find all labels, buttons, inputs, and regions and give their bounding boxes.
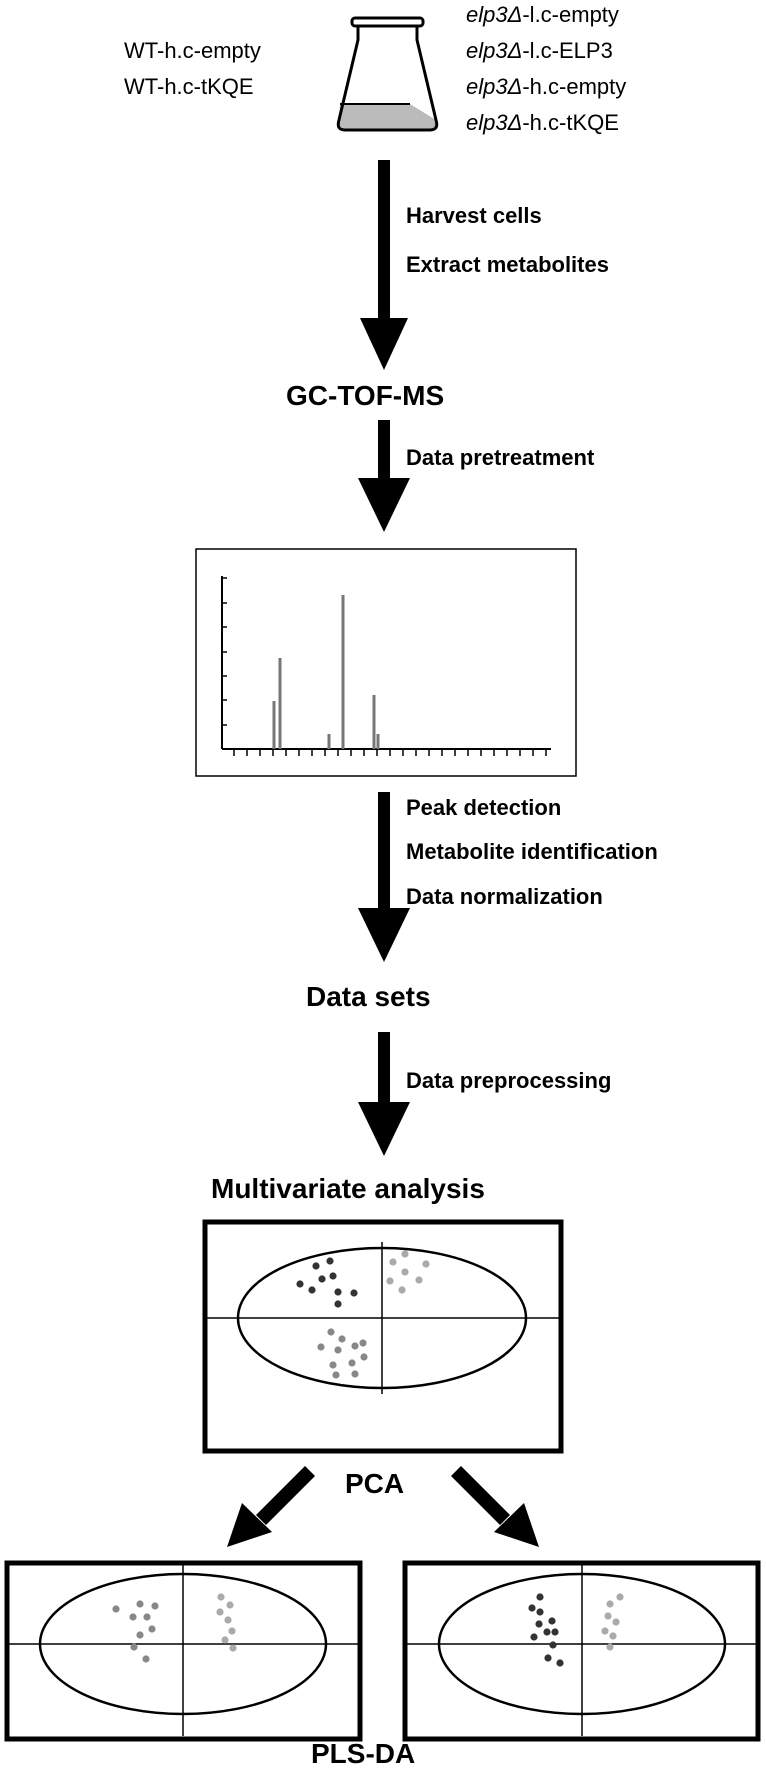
stage-gc-tof-ms: GC-TOF-MS (286, 380, 445, 411)
pca-dark-group (296, 1257, 358, 1308)
arrow-down-icon (360, 160, 408, 370)
step-extract-metabolites: Extract metabolites (406, 252, 609, 277)
strain-label-elp3-lc-empty: elp3Δ-l.c-empty (466, 2, 619, 27)
pca-frame (202, 1219, 564, 1454)
arrow-down-icon (358, 420, 410, 532)
spectrum-y-ticks (222, 577, 227, 726)
step-data-normalization: Data normalization (406, 884, 603, 909)
flask-liquid (338, 104, 437, 130)
arrow-down-right-icon (451, 1466, 539, 1547)
flask-body (336, 26, 439, 132)
step-peak-detection: Peak detection (406, 795, 562, 820)
stage-pls-da: PLS-DA (311, 1738, 416, 1769)
pca-plot (202, 1219, 564, 1454)
step-metabolite-identification: Metabolite identification (406, 839, 658, 864)
spectrum-x-ticks (233, 749, 547, 756)
arrow-down-icon (358, 792, 410, 962)
step-harvest-cells: Harvest cells (406, 203, 542, 228)
plsda-left-plot (4, 1560, 363, 1742)
strain-label-elp3-hc-empty: elp3Δ-h.c-empty (466, 74, 627, 99)
plsda-right-dark-group (528, 1593, 564, 1667)
pca-light-group (386, 1250, 430, 1294)
stage-pca: PCA (345, 1468, 405, 1499)
strain-label-elp3-lc-elp3: elp3Δ-l.c-ELP3 (466, 38, 613, 63)
step-data-pretreatment: Data pretreatment (406, 445, 595, 470)
step-data-preprocessing: Data preprocessing (406, 1068, 612, 1093)
plsda-left-light-group (216, 1593, 237, 1652)
arrow-down-icon (358, 1032, 410, 1156)
plsda-left-mid-group (112, 1600, 159, 1663)
flask-icon (336, 16, 439, 132)
arrow-down-left-icon (227, 1466, 315, 1547)
spectrum-plot (195, 548, 577, 777)
flask-rim (350, 16, 425, 28)
spectrum-frame (195, 548, 577, 777)
plsda-right-light-group (601, 1593, 624, 1651)
stage-multivariate-analysis: Multivariate analysis (211, 1173, 485, 1204)
spectrum-peaks (272, 595, 380, 749)
strain-label-wt-tkqe: WT-h.c-tKQE (124, 74, 254, 99)
plsda-right-plot (402, 1560, 761, 1742)
strain-label-wt-empty: WT-h.c-empty (124, 38, 261, 63)
stage-data-sets: Data sets (306, 981, 431, 1012)
pca-mid-group (317, 1328, 368, 1379)
strain-label-elp3-hc-tkqe: elp3Δ-h.c-tKQE (466, 110, 619, 135)
